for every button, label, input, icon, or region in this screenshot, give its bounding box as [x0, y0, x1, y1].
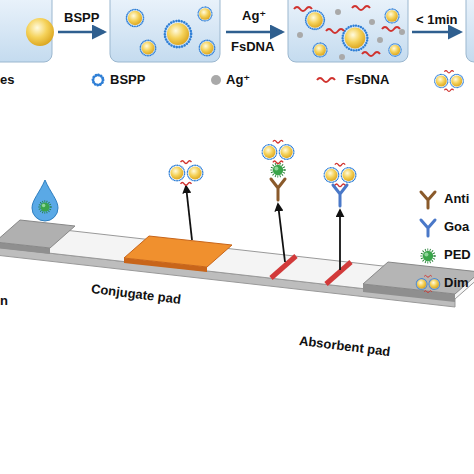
legend-text: PED [444, 248, 471, 262]
arrow-label: Ag⁺ [242, 9, 266, 23]
legend-sample [422, 250, 435, 263]
part-name: n [0, 294, 8, 308]
legend-sample [211, 75, 221, 85]
legend-text: Dim [444, 276, 469, 290]
legend-text: Ag⁺ [226, 73, 250, 87]
legend-text: Goa [444, 220, 469, 234]
legend-sample [416, 275, 440, 292]
arrow-label: FsDNA [231, 40, 274, 54]
part-name: Absorbent pad [298, 334, 391, 359]
part-name: Conjugate pad [90, 282, 181, 307]
arrow-label: < 1min [416, 13, 458, 27]
legend-sample [317, 78, 335, 82]
legend-text: es [0, 73, 14, 87]
legend-sample [421, 220, 435, 236]
legend-text: Anti [444, 192, 469, 206]
legend-sample [93, 75, 103, 85]
legend-sample [421, 192, 435, 208]
arrow-label: BSPP [64, 11, 99, 25]
legend-text: BSPP [110, 73, 145, 87]
legend-text: FsDNA [346, 73, 389, 87]
